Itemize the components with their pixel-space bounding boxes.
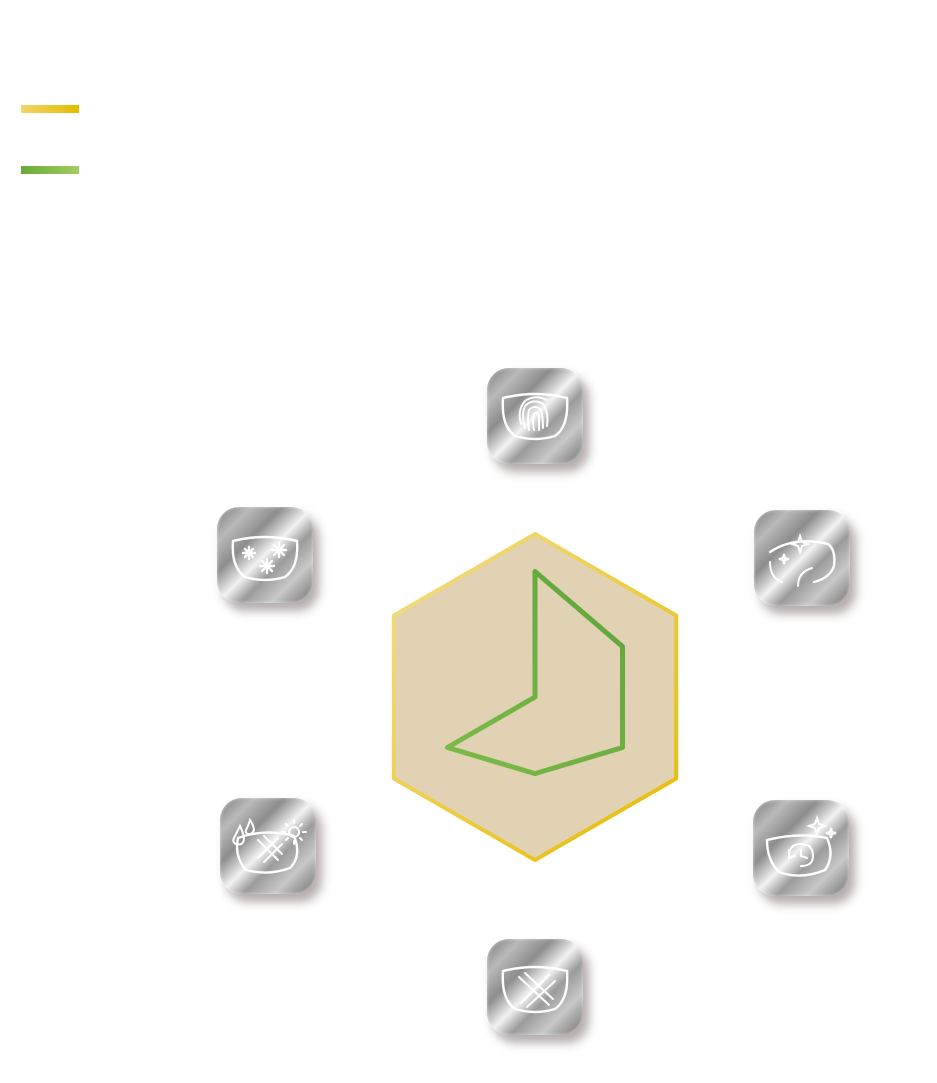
anti-reflective-lens-icon [231,535,299,582]
radar-green-series [445,569,625,777]
sparkle-clean-lens-icon [768,532,836,587]
sparkle-clean-feature-tile[interactable] [754,510,850,606]
legend-item-green [21,166,79,174]
scratch-resistant-lens-icon [501,965,569,1014]
legend-swatch-gold [21,105,79,113]
anti-reflective-feature-tile[interactable] [217,507,313,603]
fingerprint-feature-tile[interactable] [487,368,583,464]
durable-clean-feature-tile[interactable] [753,800,849,896]
water-sun-repellent-lens-icon [232,817,307,874]
legend-item-gold [21,105,79,113]
scratch-resistant-feature-tile[interactable] [487,939,583,1035]
fingerprint-lens-icon [501,392,569,441]
legend-swatch-green [21,166,79,174]
durable-clean-lens-icon [765,814,837,877]
water-sun-repellent-feature-tile[interactable] [220,798,316,894]
legend [0,0,937,220]
